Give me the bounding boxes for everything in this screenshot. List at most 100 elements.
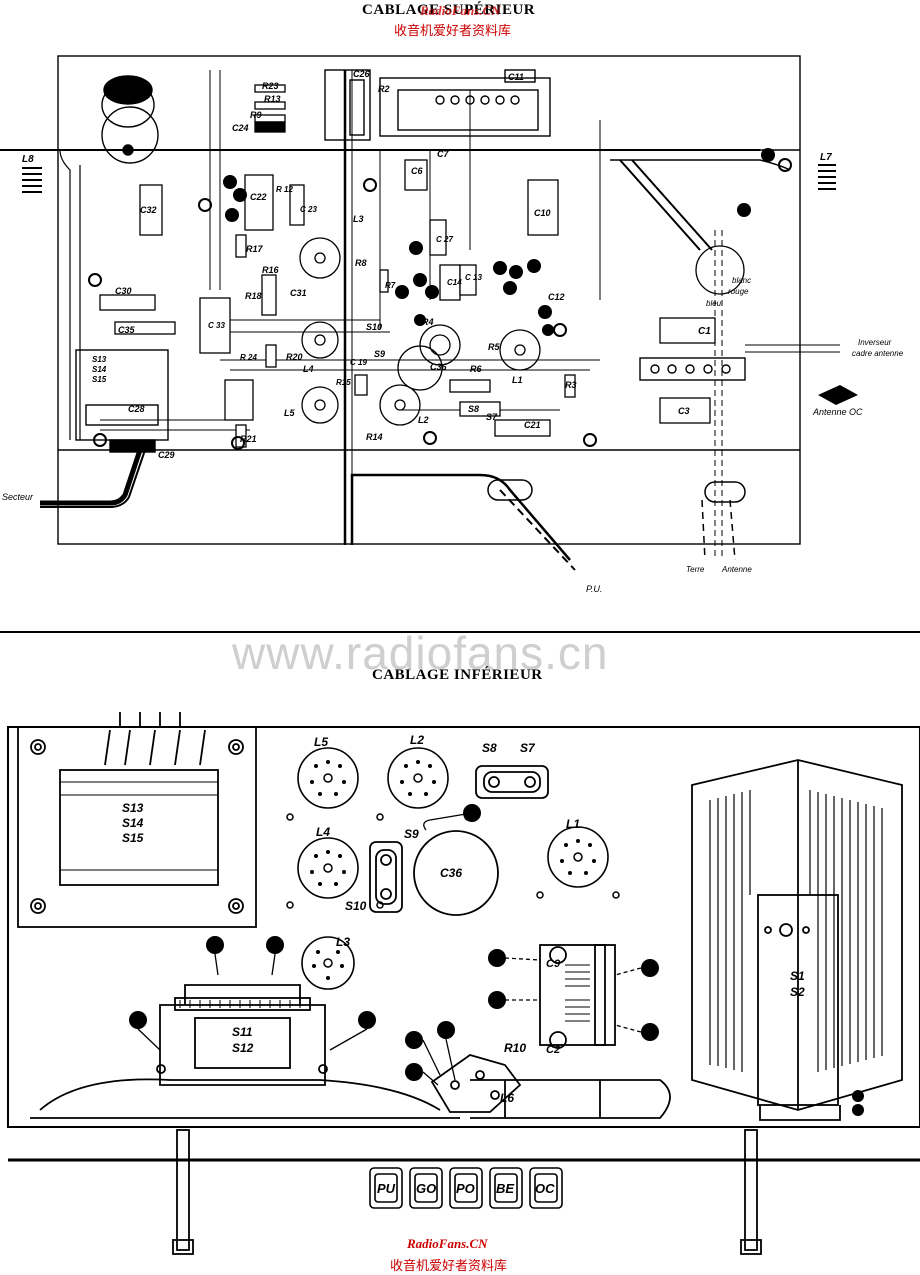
switch-s9-s10 [369,841,403,913]
label-S10-bottom: S10 [345,899,367,913]
bottom-watermark-brand: RadioFans.CN [407,1236,488,1251]
label-S8: S8 [468,404,479,414]
terminal-strip-top [379,69,551,137]
label-C1: C1 [698,326,711,337]
power-transformer-bottom [17,712,257,928]
label-C21: C21 [524,420,541,430]
label-L5: L5 [284,408,295,418]
key-oc[interactable]: OC [535,1181,555,1196]
label-C9-bottom: C9 [546,958,561,970]
label-C36-bottom: C36 [440,866,462,880]
terre-antenne-leads [701,499,736,561]
label-C11: C11 [508,72,524,82]
label-L2: L2 [418,415,429,425]
key-pu[interactable]: PU [377,1181,396,1196]
label-R12: R 12 [276,185,293,194]
solder-leads-bottom [137,812,642,1086]
label-C31: C31 [290,288,307,298]
label-C23: C 23 [300,205,317,214]
label-R6: R6 [470,364,482,374]
label-R2: R2 [378,84,390,94]
pu-cable [350,473,571,561]
key-po[interactable]: PO [456,1181,475,1196]
label-R13: R13 [264,94,281,104]
label-S9: S9 [374,349,385,359]
label-R24: R 24 [240,353,257,362]
label-S13-bottom: S13 [122,801,144,815]
key-be[interactable]: BE [496,1181,514,1196]
annotation-antenne: Antenne [721,565,752,574]
label-S10: S10 [366,322,382,332]
label-S12-bottom: S12 [232,1041,254,1055]
label-C12: C12 [548,292,565,302]
label-R18: R18 [245,291,262,301]
resistors-top [99,84,716,448]
label-S2-bottom: S2 [790,985,805,999]
gang-capacitor-plates [565,964,590,1022]
coil-l7 [818,164,836,190]
solder-points-bottom [129,804,864,1116]
transformer-core-lines [60,781,218,871]
label-S15: S15 [92,375,107,384]
label-L6-bottom: L6 [500,1091,514,1105]
label-S8-bottom: S8 [482,741,497,755]
label-C35: C35 [118,325,136,335]
label-C6: C6 [411,166,423,176]
url-watermark: www.radiofans.cn [232,627,609,679]
label-L3-bottom: L3 [336,935,350,949]
mains-cable-2 [40,449,146,508]
label-R21: R21 [240,434,257,444]
top-watermark-cn: 收音机爱好者资料库 [394,24,512,39]
annotation-cadre-antenne: cadre antenne [852,349,904,358]
label-C19: C 19 [350,358,367,367]
label-L1-bottom: L1 [566,817,580,831]
socket-pins [310,760,596,980]
label-S7-bottom: S7 [520,741,536,755]
control-shafts [172,1129,762,1255]
label-C28: C28 [128,404,145,414]
label-R3: R3 [565,380,577,390]
label-C7: C7 [437,149,449,159]
label-R9: R9 [250,110,262,120]
bottom-watermark-cn: 收音机爱好者资料库 [390,1259,508,1274]
filter-capacitor-hatch [709,790,883,1072]
annotation-pu: P.U. [586,584,602,594]
key-go[interactable]: GO [416,1181,436,1196]
labels-bottom: S13 S14 S15 L5 L2 S8 S7 L4 S9 C36 L1 S10… [122,733,805,1105]
label-L1: L1 [512,375,523,385]
label-S14-bottom: S14 [122,816,144,830]
label-C26: C26 [353,69,371,79]
solder-points-top [223,148,775,336]
label-C2-bottom: C2 [546,1044,560,1056]
coil-l8 [22,167,42,193]
tube-sockets-bottom [297,747,609,990]
waveband-keys [369,1167,563,1209]
label-C24: C24 [232,123,249,133]
label-S13: S13 [92,355,107,364]
bottom-chassis [7,726,920,1162]
label-L4-bottom: L4 [316,825,330,839]
label-C36: C36 [430,362,448,372]
label-R14: R14 [366,432,383,442]
annotation-bleu: bleu [706,299,722,308]
mains-cable [40,449,143,506]
label-S14: S14 [92,365,107,374]
top-title: CABLAGE SUPÉRIEUR [362,2,536,18]
label-R17: R17 [246,244,264,254]
inverseur-strip [639,344,840,381]
capacitor-c36 [413,830,499,916]
label-C13: C 13 [465,273,482,282]
bottom-title: CABLAGE INFÉRIEUR [372,667,543,683]
label-S15-bottom: S15 [122,831,144,845]
filter-capacitor-s1-s2 [691,759,903,1121]
label-R23: R23 [262,81,279,91]
label-C14: C14 [447,278,462,287]
annotation-terre: Terre [686,565,705,574]
label-R5: R5 [488,342,500,352]
label-C29: C29 [158,450,175,460]
label-R16: R16 [262,265,280,275]
labels-top: R26 R25 R23 R13 R9 C24 C26 R2 C11 L8 L7 … [2,69,904,594]
top-watermark-brand: RadioFans.CN [420,3,501,18]
chassis-slots-top [487,479,746,503]
